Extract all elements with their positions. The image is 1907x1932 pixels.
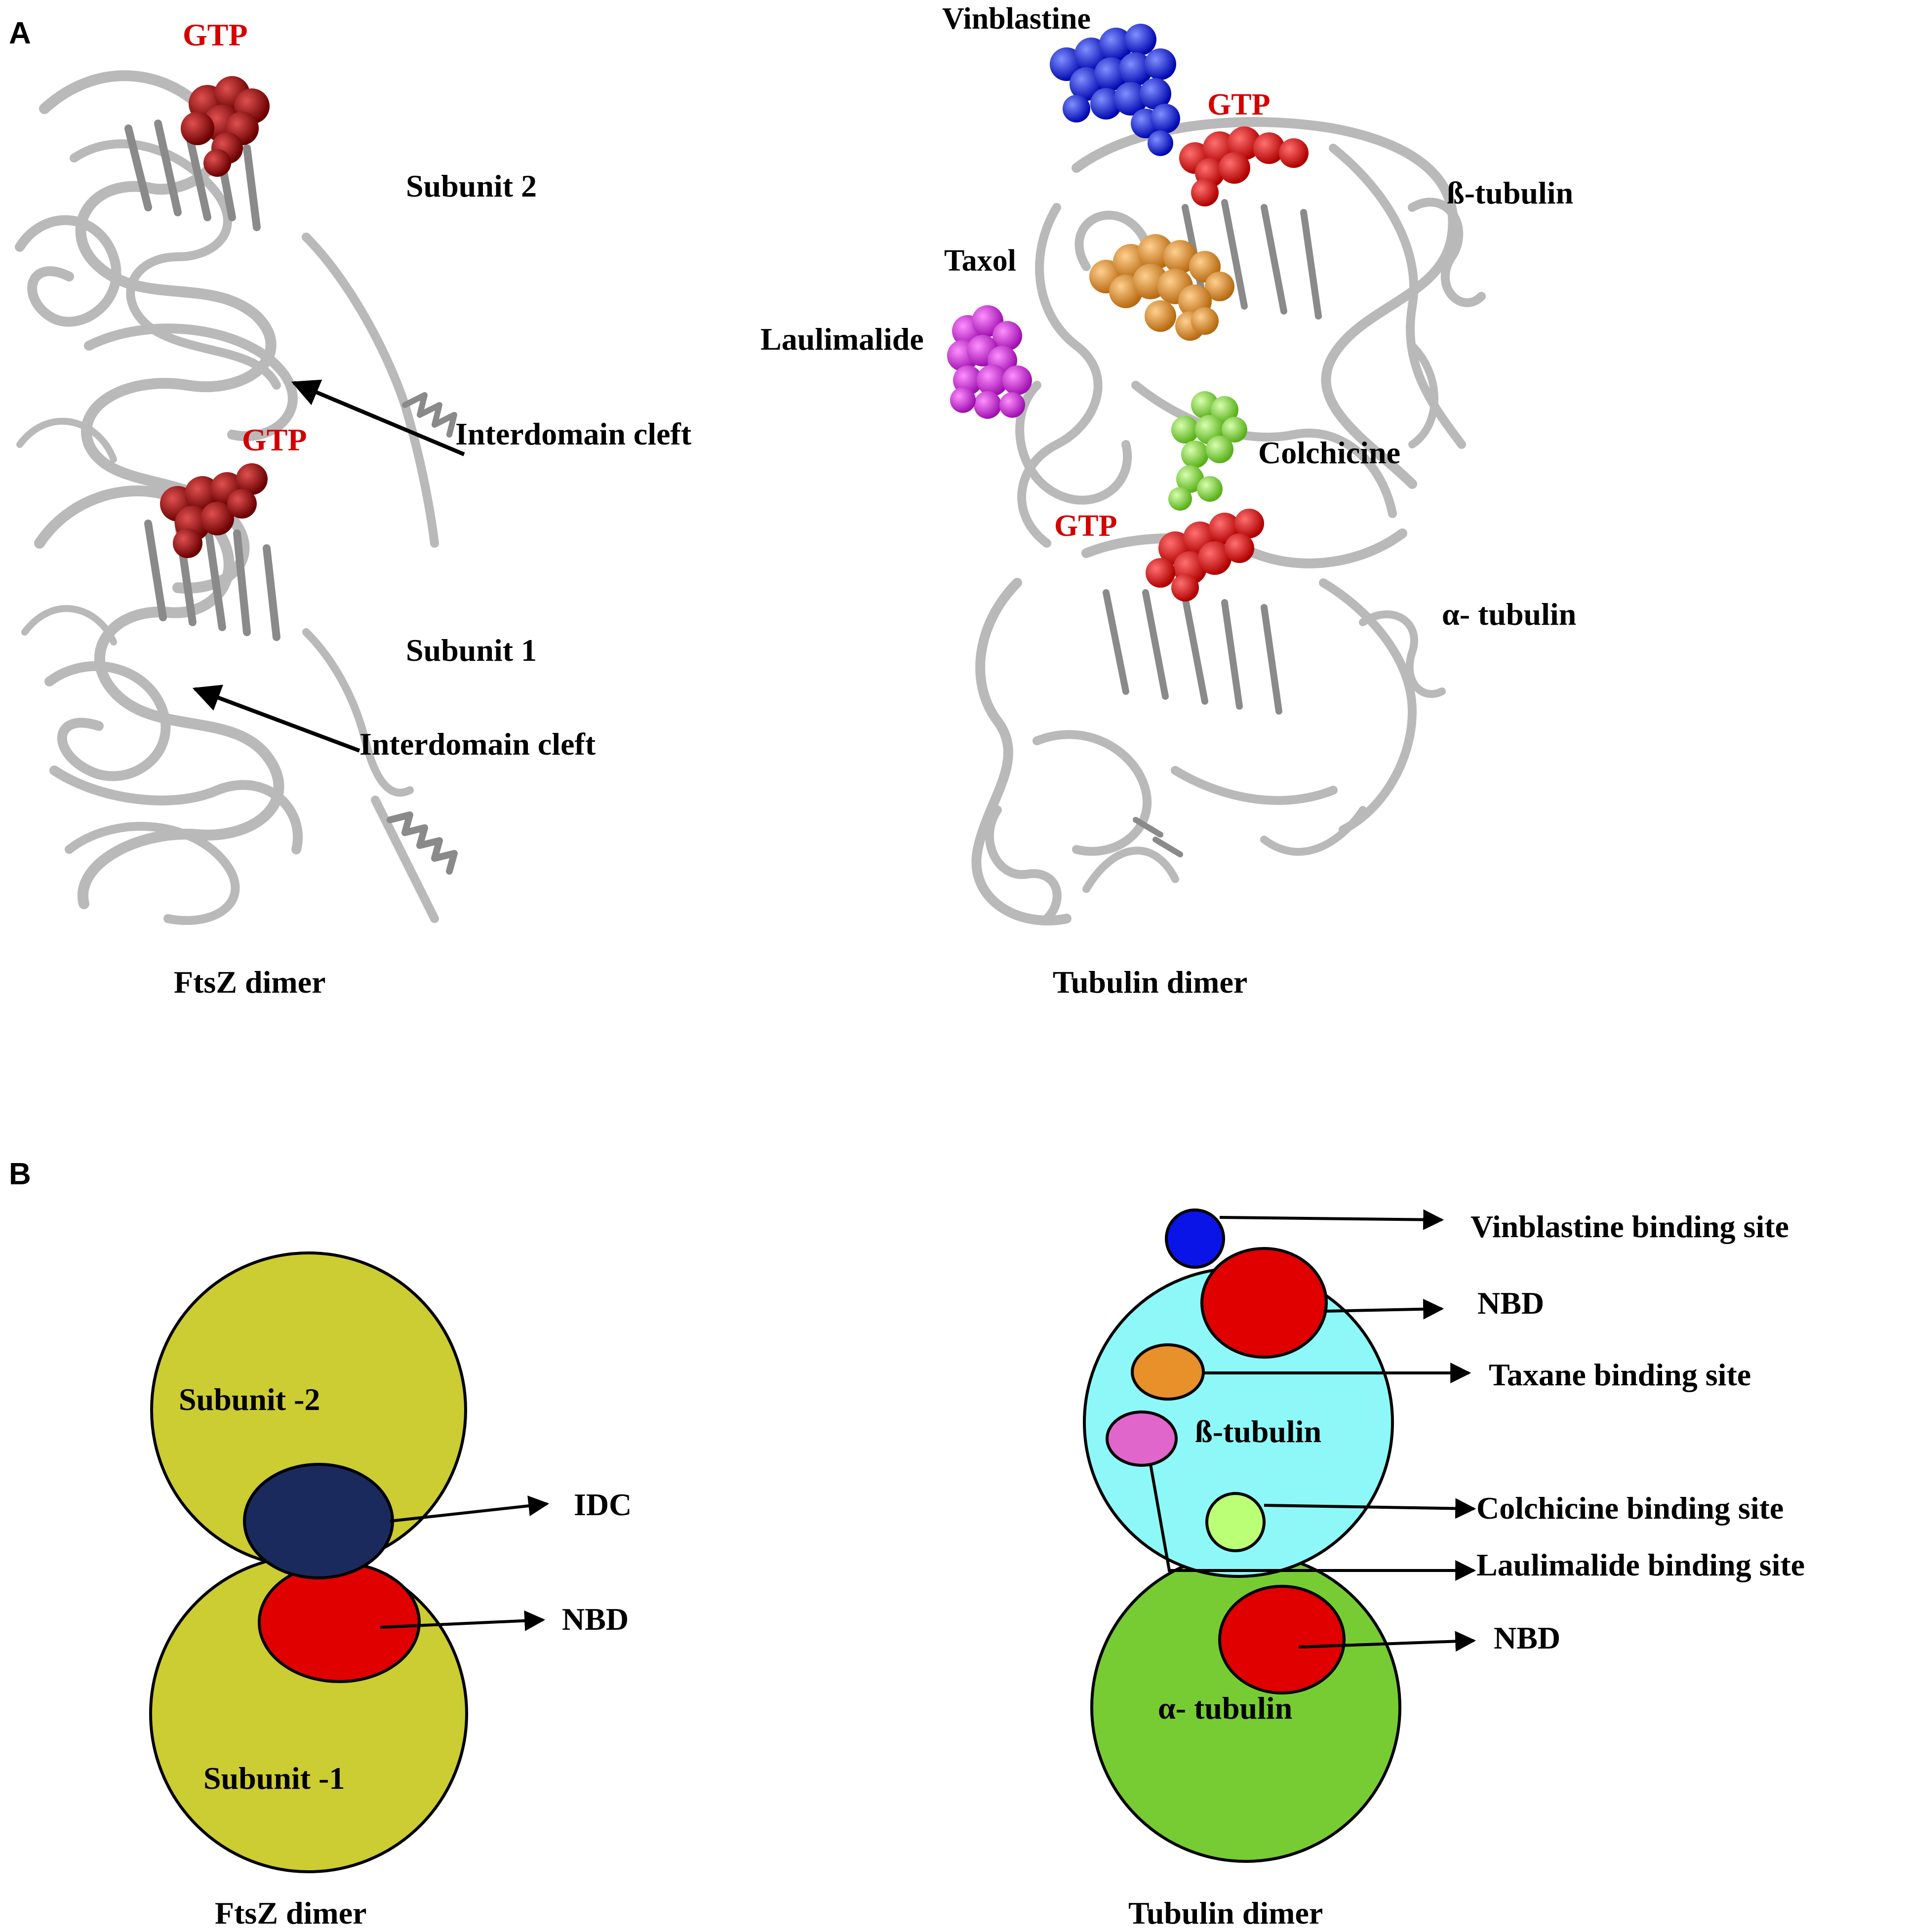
ftsz-subunit2-b-label: Subunit -2 bbox=[179, 1382, 320, 1417]
laulimalide-site-label: Laulimalide binding site bbox=[1476, 1547, 1805, 1582]
taxol-spheres bbox=[1089, 234, 1234, 341]
colchicine-site-arrow bbox=[1264, 1498, 1476, 1519]
ftsz-idc-label: IDC bbox=[574, 1487, 632, 1522]
colchicine-spheres bbox=[1168, 391, 1247, 511]
ftsz-nbd-ellipse bbox=[258, 1562, 421, 1683]
ftsz-dimer-caption-b: FtsZ dimer bbox=[215, 1895, 367, 1931]
laulimalide-site-arrow bbox=[1149, 1464, 1476, 1581]
panel-a-letter: A bbox=[9, 16, 31, 50]
alpha-nbd-label: NBD bbox=[1494, 1620, 1560, 1655]
tubulin-gtp-top-label: GTP bbox=[1207, 88, 1270, 121]
tubulin-taxol-label: Taxol bbox=[944, 244, 1016, 278]
beta-nbd-label: NBD bbox=[1477, 1286, 1544, 1321]
tubulin-beta-label: ß-tubulin bbox=[1447, 175, 1573, 210]
laulimalide-spheres bbox=[947, 305, 1032, 419]
ftsz-subunit2-label: Subunit 2 bbox=[406, 168, 537, 203]
ftsz-idc-ellipse bbox=[243, 1463, 394, 1579]
tubulin-schematic bbox=[1083, 1208, 1401, 1863]
vinblastine-site-arrow bbox=[1219, 1209, 1444, 1230]
tubulin-gtp-bottom-spheres bbox=[1146, 509, 1264, 602]
panel-b-letter: B bbox=[9, 1157, 31, 1191]
ftsz-subunit1-label: Subunit 1 bbox=[406, 633, 537, 668]
alpha-tubulin-b-label: α- tubulin bbox=[1158, 1690, 1292, 1726]
ftsz-dimer-caption-a: FtsZ dimer bbox=[174, 965, 326, 1000]
tubulin-gtp-top-spheres bbox=[1179, 126, 1309, 206]
ftsz-cleft-bottom-arrow bbox=[192, 684, 360, 753]
tubulin-colchicine-label: Colchicine bbox=[1258, 435, 1400, 470]
beta-tubulin-b-label: ß-tubulin bbox=[1195, 1414, 1321, 1449]
ftsz-cleft-top-arrow bbox=[291, 379, 465, 456]
tubulin-gtp-bottom-label: GTP bbox=[1054, 509, 1117, 543]
alpha-nbd-arrow bbox=[1298, 1631, 1476, 1652]
colchicine-site-circle bbox=[1205, 1492, 1266, 1552]
ftsz-gtp-bottom-spheres bbox=[160, 463, 268, 558]
vinblastine-spheres bbox=[1050, 24, 1180, 156]
beta-nbd-arrow bbox=[1323, 1298, 1444, 1320]
tubulin-dimer-caption-a: Tubulin dimer bbox=[1053, 965, 1247, 1000]
ftsz-cleft-top-label: Interdomain cleft bbox=[455, 416, 692, 451]
alpha-nbd-ellipse bbox=[1218, 1585, 1346, 1694]
tubulin-alpha-label: α- tubulin bbox=[1442, 597, 1576, 632]
laulimalide-site-ellipse bbox=[1106, 1410, 1178, 1467]
vinblastine-site-circle bbox=[1165, 1208, 1225, 1269]
ftsz-cleft-bottom-label: Interdomain cleft bbox=[359, 726, 596, 762]
tubulin-vinblastine-label: Vinblastine bbox=[942, 2, 1091, 36]
vinblastine-site-label: Vinblastine binding site bbox=[1470, 1209, 1789, 1244]
taxane-site-label: Taxane binding site bbox=[1489, 1357, 1751, 1392]
tubulin-laulimalide-label: Laulimalide bbox=[760, 322, 924, 357]
ftsz-gtp-top-spheres bbox=[181, 76, 270, 177]
tubulin-ribbon-structure bbox=[971, 117, 1486, 926]
tubulin-dimer-caption-b: Tubulin dimer bbox=[1128, 1895, 1323, 1931]
ftsz-subunit1-b-label: Subunit -1 bbox=[203, 1761, 345, 1796]
colchicine-site-label: Colchicine binding site bbox=[1476, 1490, 1784, 1526]
ftsz-schematic bbox=[149, 1251, 468, 1873]
taxane-site-ellipse bbox=[1131, 1343, 1205, 1401]
ftsz-nbd-arrow bbox=[380, 1610, 546, 1631]
beta-nbd-ellipse bbox=[1200, 1247, 1328, 1359]
ftsz-nbd-label: NBD bbox=[562, 1602, 629, 1637]
ftsz-idc-arrow bbox=[390, 1495, 550, 1523]
ftsz-ribbon-structure bbox=[15, 70, 458, 925]
ftsz-gtp-bottom-label: GTP bbox=[242, 422, 307, 457]
ftsz-gtp-top-label: GTP bbox=[183, 17, 248, 52]
